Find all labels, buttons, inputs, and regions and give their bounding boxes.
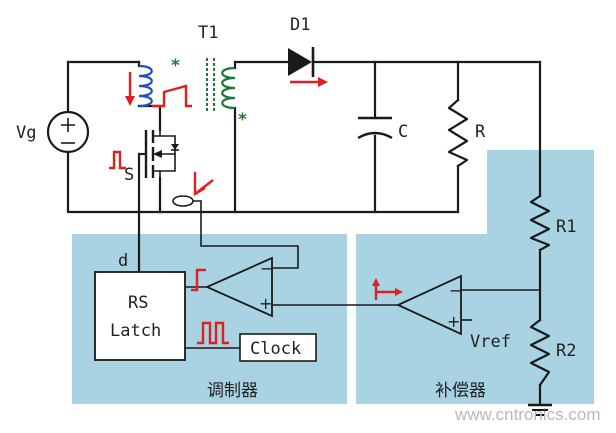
svg-text:+: + xyxy=(259,294,272,313)
modulator-title: 调制器 xyxy=(207,381,258,401)
compensator-output-waveform xyxy=(374,284,398,300)
label-s: S xyxy=(124,165,134,185)
error-amplifier: − + xyxy=(395,274,462,336)
rs-latch-label-line1: RS xyxy=(128,293,148,313)
resistor-r xyxy=(447,98,469,168)
clock-pulse-waveform xyxy=(197,321,229,345)
rs-latch-label-line2: Latch xyxy=(110,321,161,341)
resistor-r1 xyxy=(529,194,551,252)
label-r: R xyxy=(475,122,486,142)
mosfet-switch-s xyxy=(139,130,179,178)
secondary-winding xyxy=(221,66,236,110)
svg-text:−: − xyxy=(449,281,462,300)
clock-label: Clock xyxy=(250,339,301,359)
primary-dot-marker: * xyxy=(171,56,180,76)
primary-current-arrow xyxy=(125,72,135,106)
current-sense-wire xyxy=(193,200,299,269)
primary-current-waveform xyxy=(152,84,192,108)
label-r1: R1 xyxy=(556,217,576,237)
diode-d1 xyxy=(288,47,315,77)
capacitor-c xyxy=(357,116,393,140)
transformer-t1 xyxy=(138,58,236,112)
compensator-panel xyxy=(356,150,594,404)
label-c: C xyxy=(398,122,408,142)
resistor-r2 xyxy=(529,318,551,387)
svg-text:−: − xyxy=(260,259,273,278)
secondary-dot-marker: * xyxy=(238,110,247,130)
gate-pulse-waveform xyxy=(109,150,126,170)
ground-symbol xyxy=(528,403,552,416)
label-t1: T1 xyxy=(198,23,218,43)
pwm-comparator: − + xyxy=(204,256,273,318)
sense-ramp-waveform xyxy=(193,172,214,197)
diode-current-arrow xyxy=(290,77,328,87)
clock-block xyxy=(239,333,317,362)
label-vref: Vref xyxy=(470,332,511,352)
label-d1: D1 xyxy=(290,15,310,35)
watermark-text: www.cntronics.com xyxy=(454,405,600,424)
compensator-title: 补偿器 xyxy=(435,381,486,401)
voltage-source-vg xyxy=(46,110,90,154)
primary-winding xyxy=(138,64,153,108)
label-r2: R2 xyxy=(556,341,576,361)
rs-latch-block xyxy=(94,271,186,361)
label-vg: Vg xyxy=(16,123,36,143)
comparator-output-waveform xyxy=(191,268,206,292)
label-d: d xyxy=(118,251,128,271)
power-stage-wiring xyxy=(66,60,542,406)
current-sense-transformer xyxy=(172,195,194,207)
svg-text:+: + xyxy=(447,312,460,331)
